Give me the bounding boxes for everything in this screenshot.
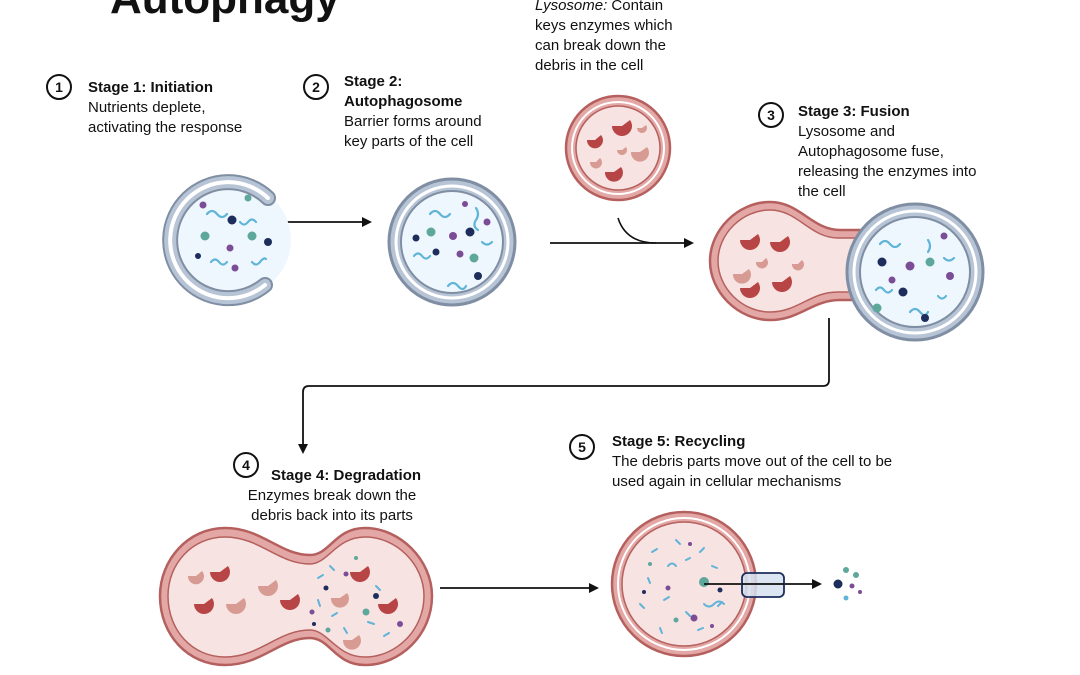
stage-3-number: 3 [758,102,784,128]
lysosome-note-line: debris in the cell [535,57,644,74]
stage-2-caption: Stage 2: Autophagosome Barrier forms aro… [344,72,482,152]
fusion-cell [708,200,985,342]
diagram-title: Autophagy [110,0,340,24]
stage-3-heading: Stage 3: Fusion [798,103,910,120]
stage-5-heading: Stage 5: Recycling [612,433,746,450]
stage-4-number: 4 [233,452,259,478]
recycling-cell [610,510,822,658]
bottom-right-fade [940,620,1080,675]
stage-4-heading: Stage 4: Degradation [271,467,422,484]
lysosome-term: Lysosome: [535,0,608,14]
stage-5-line: The debris parts move out of the cell to… [612,453,893,470]
fusion-enzymes [732,234,804,298]
degradation-cell [158,526,434,667]
stage-1-line: activating the response [88,119,243,136]
stage-1-caption: Stage 1: Initiation Nutrients deplete, a… [88,78,242,138]
arrow-lysosome-merge [617,217,657,244]
recycling-debris [639,539,725,634]
degradation-particles [309,556,403,633]
lysosome-note-line: keys enzymes which [535,17,673,34]
stage-3-line: releasing the enzymes into [798,163,977,180]
stage-2-line: key parts of the cell [344,133,474,150]
lysosome-enzymes [586,120,649,182]
arrow-stage3-to-stage4 [298,318,830,454]
degradation-enzymes [187,566,398,650]
degradation-debris [317,565,390,637]
stage-3-line: Autophagosome fuse, [798,143,944,160]
autophagosome-cell [387,177,517,307]
stage-1-line: Nutrients deplete, [88,99,206,116]
stage-2-number: 2 [303,74,329,100]
stage-3-line: the cell [798,183,846,200]
recycled-parts [833,567,862,601]
stage-1-number: 1 [46,74,72,100]
lysosome-note-line: can break down the [535,37,666,54]
stage-1-heading: Stage 1: Initiation [88,79,214,96]
stage-3-caption: Stage 3: Fusion Lysosome and Autophagoso… [798,102,976,202]
lysosome-note-rest: Contain [607,0,664,14]
recycling-particles [642,542,723,628]
stage-4-line: debris back into its parts [251,507,413,524]
stage-5-line: used again in cellular mechanisms [612,473,842,490]
stage-5-number: 5 [569,434,595,460]
stage-4-line: Enzymes break down the [247,487,417,504]
phagophore-cell [162,174,291,307]
stage-2-heading-2: Autophagosome [344,93,463,110]
membrane-channel [741,572,785,598]
stage-3-line: Lysosome and [798,123,896,140]
lysosome-note: Lysosome: Contain keys enzymes which can… [535,0,673,76]
stage-2-line: Barrier forms around [344,113,482,130]
stage-4-caption: Stage 4: Degradation Enzymes break down … [243,466,421,526]
stage-5-caption: Stage 5: Recycling The debris parts move… [612,432,892,492]
stage-2-heading: Stage 2: [344,73,403,90]
lysosome [564,94,672,202]
